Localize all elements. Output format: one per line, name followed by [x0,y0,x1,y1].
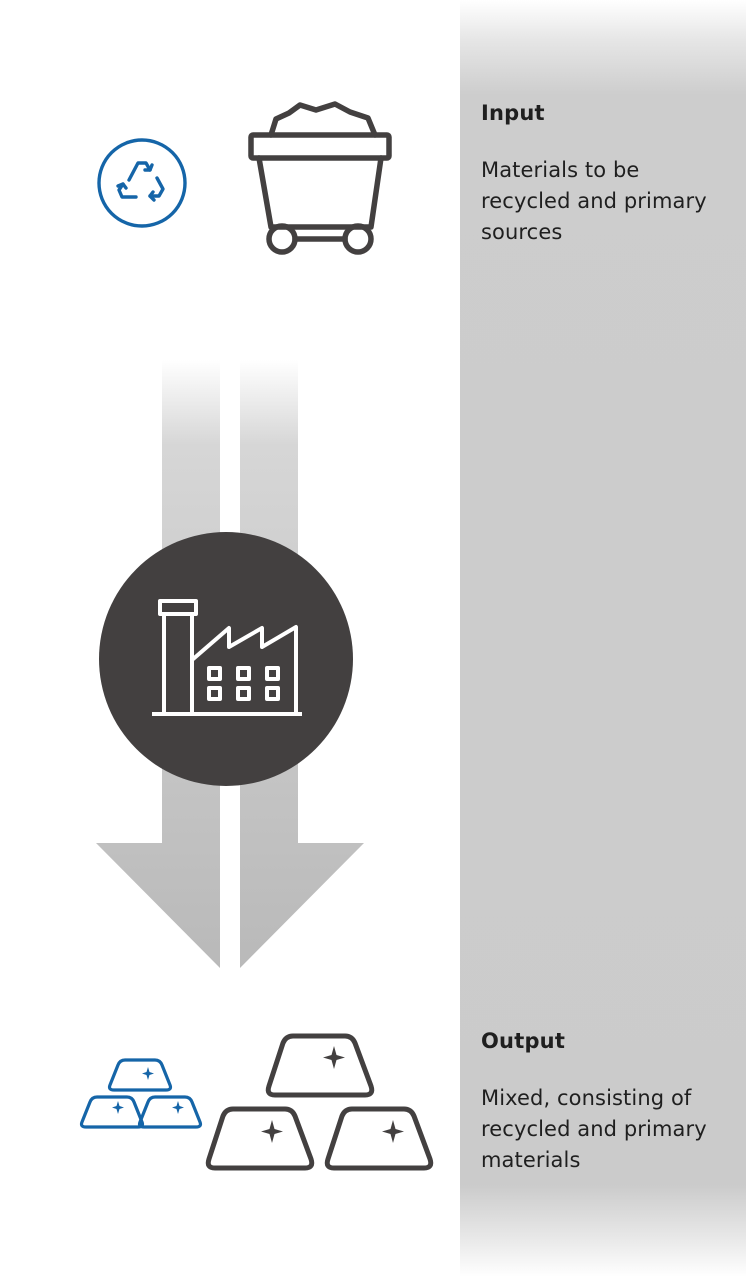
mine-cart-icon [248,101,392,255]
side-panel [460,0,746,1277]
large-metal-bars-icon [205,1033,434,1171]
input-section: Input Materials to be recycled and prima… [481,99,731,248]
recycle-icon [97,138,187,228]
input-heading: Input [481,101,545,125]
input-description: Materials to be recycled and primary sou… [481,158,707,244]
output-heading: Output [481,1029,566,1053]
output-description: Mixed, consisting of recycled and primar… [481,1086,707,1172]
factory-icon [99,532,353,786]
small-metal-bars-icon [79,1058,203,1129]
output-section: Output Mixed, consisting of recycled and… [481,1027,731,1176]
down-arrow-icon [96,360,364,968]
